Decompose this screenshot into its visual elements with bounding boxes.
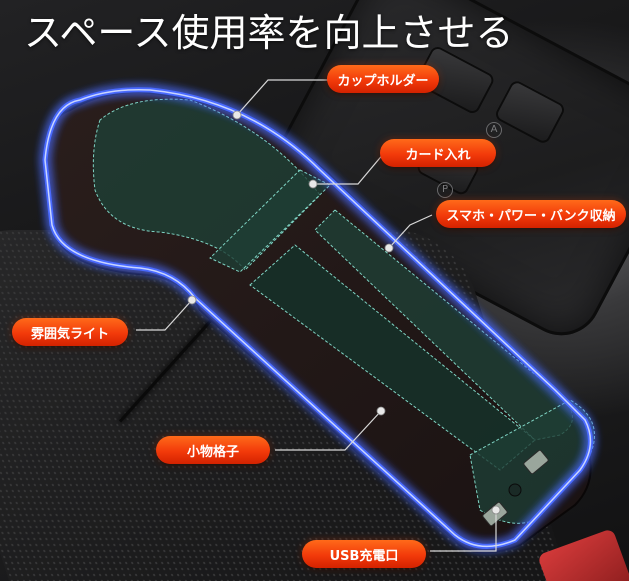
usb-port-icon <box>523 449 549 475</box>
callout-small-item-compartment: 小物格子 <box>156 436 270 464</box>
power-button-icon <box>508 483 522 497</box>
callout-phone-powerbank-storage: スマホ・パワー・バンク収納 <box>436 200 626 228</box>
parking-brake-icon: P <box>437 182 453 198</box>
headline: スペース使用率を向上させる <box>24 11 514 55</box>
leader-dots <box>187 110 501 515</box>
auto-hold-icon: A <box>486 122 502 138</box>
callout-usb-charging-port: USB充電口 <box>302 540 426 568</box>
leader-lines <box>136 79 497 552</box>
callout-cup-holder: カップホルダー <box>327 65 439 93</box>
small-item-zone <box>249 244 536 471</box>
ambient-light-core <box>44 88 592 548</box>
callout-card-slot: カード入れ <box>380 139 496 167</box>
card-slot-zone <box>209 169 331 273</box>
callout-ambient-light: 雰囲気ライト <box>12 318 128 346</box>
